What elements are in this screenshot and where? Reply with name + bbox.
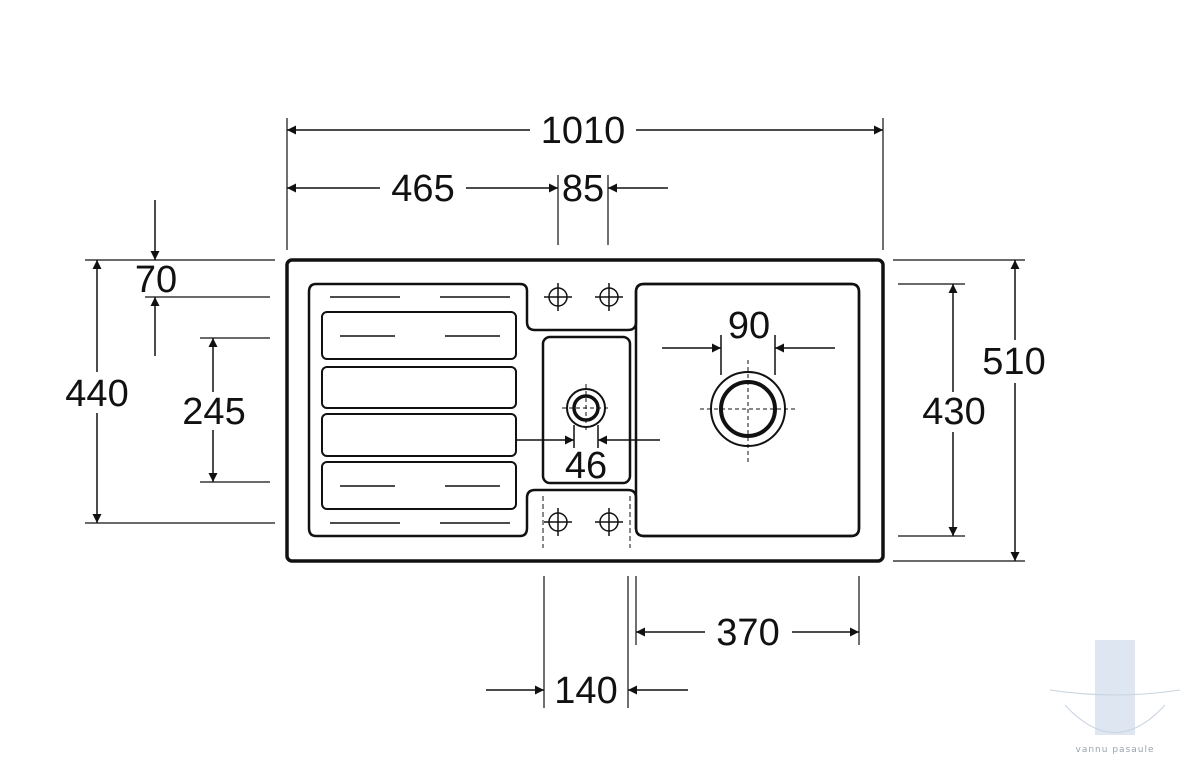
small-bowl [541, 335, 632, 485]
drainer-ribs [321, 311, 517, 510]
watermark-text: vannu pasaule [1076, 745, 1155, 755]
bowl-centre-lines [542, 496, 631, 548]
tap-hole-icon-bottom-right [595, 508, 623, 536]
dim-bowl-width: 370 [716, 612, 779, 654]
dim-main-waste: 90 [728, 305, 770, 347]
drainer-grooves [330, 296, 510, 524]
watermark: vannu pasaule [1049, 640, 1181, 755]
dim-drainer-depth: 245 [182, 391, 245, 433]
dim-inner-depth: 440 [65, 373, 128, 415]
dim-drainer-width: 465 [391, 168, 454, 210]
small-waste-icon [562, 384, 610, 432]
dim-small-waste: 46 [565, 445, 607, 487]
tap-hole-icon-top-right [595, 283, 623, 311]
dim-rim-depth: 70 [135, 259, 177, 301]
tap-hole-icon-bottom-left [544, 508, 572, 536]
dim-tap-gap: 85 [562, 168, 604, 210]
logo-icon [1095, 640, 1135, 735]
dimension-lines [92, 125, 1020, 695]
sink-outline [285, 258, 885, 563]
tap-hole-icon-top-left [544, 283, 572, 311]
dim-small-bowl-width: 140 [554, 670, 617, 712]
main-waste-icon [700, 360, 796, 462]
dim-overall-depth: 510 [982, 341, 1045, 383]
dim-overall-width: 1010 [541, 110, 626, 152]
main-bowl [634, 282, 861, 538]
dim-bowl-depth: 430 [922, 391, 985, 433]
